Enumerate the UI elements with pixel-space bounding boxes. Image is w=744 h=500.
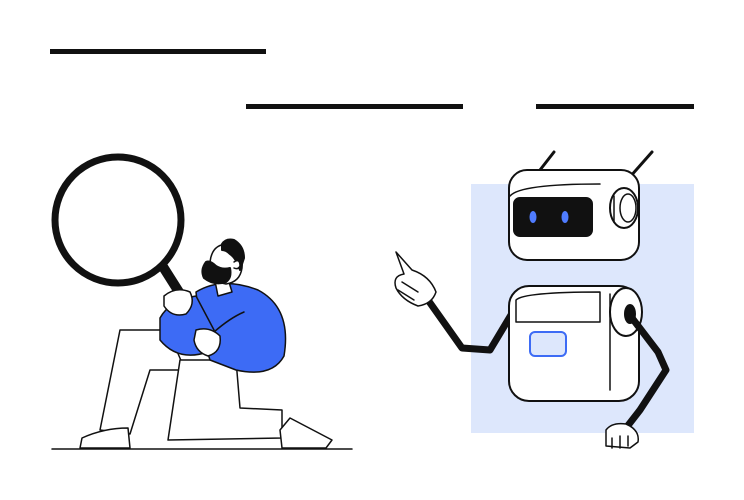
person-figure xyxy=(79,238,333,449)
person-shoe-back xyxy=(79,427,131,449)
robot-eye-left xyxy=(529,211,537,223)
robot-arm-left xyxy=(424,296,518,354)
person-shoe-front xyxy=(279,417,333,449)
header-line-2 xyxy=(246,104,463,109)
robot-arm-right xyxy=(622,314,670,432)
robot-hand-pointing xyxy=(394,251,437,307)
person-leg-front xyxy=(167,359,283,441)
person-beard xyxy=(201,260,232,285)
person-hand-upper xyxy=(163,289,193,316)
robot-icon xyxy=(394,150,670,449)
person-hand-lower xyxy=(193,328,221,357)
robot-hand-right xyxy=(605,422,639,449)
robot-visor xyxy=(513,197,593,237)
header-line-3 xyxy=(536,104,694,109)
robot-antenna-left xyxy=(538,150,556,172)
robot-chest-panel xyxy=(529,331,567,357)
robot-eye-right xyxy=(561,211,569,223)
magnifying-glass-icon xyxy=(51,153,185,287)
header-line-1 xyxy=(50,49,266,54)
